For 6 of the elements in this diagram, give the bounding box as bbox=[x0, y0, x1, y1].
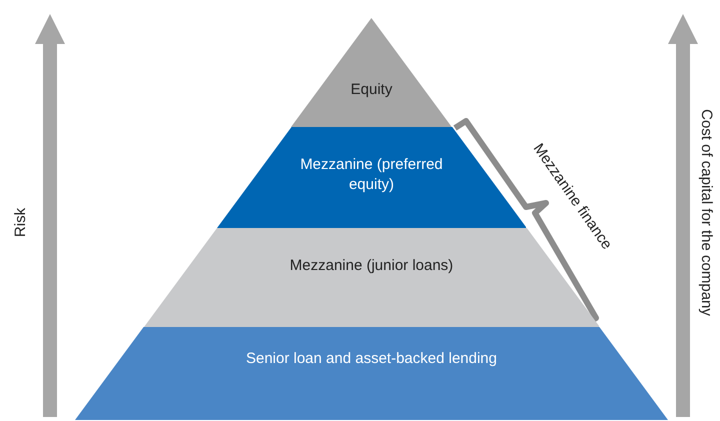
axis-label: Risk bbox=[12, 207, 29, 237]
tier-label: Mezzanine (preferred equity) bbox=[299, 155, 444, 195]
tier-label: Equity bbox=[350, 80, 392, 100]
tier-label: Mezzanine (junior loans) bbox=[290, 256, 454, 276]
tier-label: Senior loan and asset-backed lending bbox=[246, 349, 497, 369]
axis-label: Cost of capital for the company bbox=[697, 108, 714, 316]
